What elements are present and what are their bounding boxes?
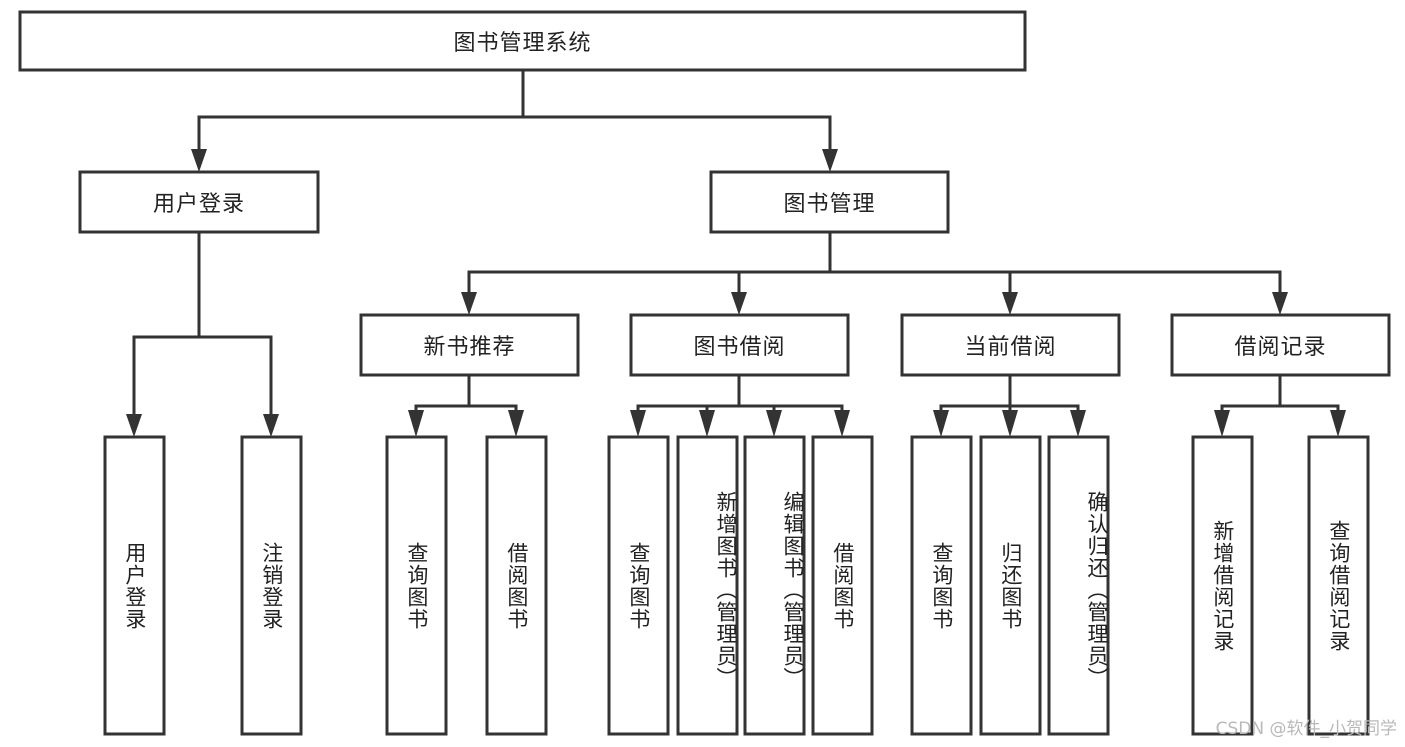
arrowhead-leaf-borrowrecord-1 [1214, 410, 1230, 437]
leaf-bookborrow-4[interactable] [811, 435, 874, 736]
arrowhead-userlogin [191, 149, 207, 172]
leaf-bookborrow-2[interactable] [676, 435, 739, 736]
connector-group-bookborrow [630, 373, 850, 437]
arrowhead-newbook [461, 292, 477, 315]
node-borrow-record[interactable] [1170, 313, 1391, 377]
leaf-bookborrow-1[interactable] [607, 435, 670, 736]
node-book-borrow[interactable] [629, 313, 850, 377]
leaf-borrowrecord-1[interactable] [1191, 435, 1254, 736]
leaf-user-login-1[interactable] [103, 435, 166, 736]
leaf-currentborrow-3[interactable] [1047, 435, 1110, 736]
leaf-newbook-1[interactable] [385, 435, 448, 736]
arrowhead-leaf-newbook-1 [408, 410, 424, 437]
connector-group-root [191, 68, 838, 172]
arrowhead-leaf-bookborrow-1 [630, 410, 646, 437]
arrowhead-leaf-user-login-1 [126, 414, 142, 437]
arrowhead-leaf-bookborrow-2 [699, 410, 715, 437]
connector-group-userlogin [126, 230, 279, 437]
leaf-borrowrecord-2[interactable] [1307, 435, 1370, 736]
connector-group-borrowrecord [1214, 373, 1346, 437]
leaf-user-login-2[interactable] [240, 435, 303, 736]
node-current-borrow[interactable] [900, 313, 1121, 377]
arrowhead-leaf-user-login-2 [263, 414, 279, 437]
leaf-currentborrow-2[interactable] [979, 435, 1042, 736]
arrowhead-leaf-borrowrecord-2 [1330, 410, 1346, 437]
arrowhead-leaf-bookborrow-3 [766, 410, 782, 437]
arrowhead-currentborrow [1002, 292, 1018, 315]
leaf-bookborrow-3[interactable] [743, 435, 806, 736]
node-book-management[interactable] [709, 170, 950, 234]
node-user-login[interactable] [78, 170, 320, 234]
connector-group-bookmgmt [461, 230, 1288, 315]
arrowhead-leaf-newbook-2 [508, 410, 524, 437]
arrowhead-leaf-currentborrow-3 [1070, 410, 1086, 437]
arrowhead-leaf-currentborrow-1 [933, 410, 949, 437]
leaf-newbook-2[interactable] [485, 435, 548, 736]
arrowhead-leaf-bookborrow-4 [834, 410, 850, 437]
arrowhead-bookborrow [731, 292, 747, 315]
node-new-book-recommend[interactable] [359, 313, 580, 377]
leaf-currentborrow-1[interactable] [910, 435, 973, 736]
connector-group-newbook [408, 373, 524, 437]
node-root[interactable] [18, 10, 1027, 72]
arrowhead-bookmgmt [822, 149, 838, 172]
arrowhead-leaf-currentborrow-2 [1002, 410, 1018, 437]
connector-group-currentborrow [933, 373, 1086, 437]
arrowhead-borrowrecord [1272, 292, 1288, 315]
